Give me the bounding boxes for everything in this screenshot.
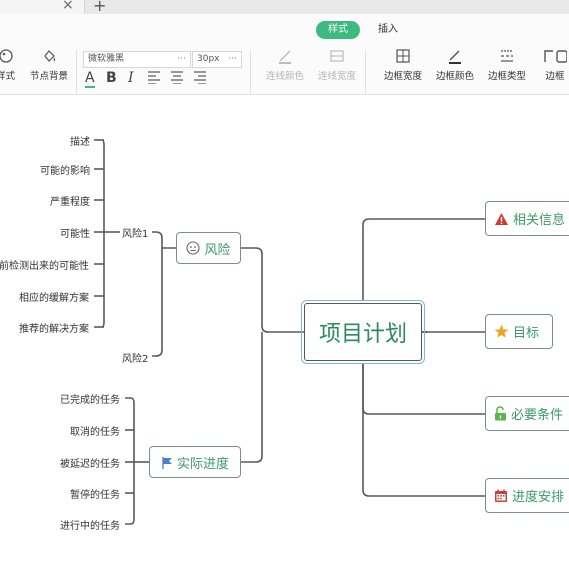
font-family-select[interactable]: 微软雅黑 ··· <box>83 51 191 68</box>
line-width-icon <box>330 50 344 62</box>
topic-schedule[interactable]: 进度安排 <box>485 478 569 513</box>
risk1-leaf-severity[interactable]: 严重程度 <box>50 197 90 208</box>
progress-leaf-in-progress[interactable]: 进行中的任务 <box>60 521 120 532</box>
document-tab[interactable] <box>0 0 85 14</box>
tab-strip: × + <box>0 0 569 15</box>
separator <box>76 50 77 94</box>
font-family-value: 微软雅黑 <box>88 54 125 64</box>
palette-icon <box>0 49 13 63</box>
risk1-leaf-description[interactable]: 描述 <box>70 137 90 148</box>
calendar-icon <box>495 489 507 502</box>
risk1-leaf-impact[interactable]: 可能的影响 <box>40 166 90 177</box>
flag-icon <box>162 456 172 469</box>
border-color-icon <box>449 50 461 64</box>
line-width-label: 连线宽度 <box>318 71 357 82</box>
border-color-label: 边框颜色 <box>436 71 475 82</box>
topic-related-info-label: 相关信息 <box>513 213 566 228</box>
close-tab-icon[interactable]: × <box>62 0 74 13</box>
line-color-label: 连线颜色 <box>266 71 305 82</box>
line-width-tool[interactable]: 连线宽度 <box>318 48 356 82</box>
mindmap-connectors <box>94 139 485 525</box>
mindmap-canvas[interactable]: 描述 可能的影响 严重程度 可能性 前检测出来的可能性 相应的缓解方案 推荐的解… <box>0 95 569 568</box>
align-left-icon[interactable] <box>147 70 161 84</box>
border-type-tool[interactable]: 边框类型 <box>488 48 526 82</box>
node-background-label: 节点背景 <box>30 71 69 82</box>
new-tab-icon[interactable]: + <box>93 0 107 15</box>
ribbon-toolbar: 样式 插入 样式 节点背景 微软雅黑 ··· 30px ··· A B I <box>0 14 569 95</box>
risk1-leaf-mitigation[interactable]: 相应的缓解方案 <box>19 293 89 304</box>
style-tool[interactable]: 样式 <box>0 48 15 82</box>
border-type-label: 边框类型 <box>488 71 527 82</box>
bold-button[interactable]: B <box>106 70 117 86</box>
border-width-icon <box>396 49 410 63</box>
central-topic-label: 项目计划 <box>318 322 407 347</box>
progress-leaf-paused[interactable]: 暂停的任务 <box>70 490 120 501</box>
warning-icon <box>495 212 508 225</box>
topic-actual-progress[interactable]: 实际进度 <box>149 446 241 478</box>
border-type-icon <box>501 50 513 62</box>
border-corner-label: 边框 <box>545 71 565 82</box>
topic-actual-progress-label: 实际进度 <box>176 456 229 472</box>
font-family-dropdown-icon: ··· <box>177 54 186 64</box>
node-background-tool[interactable]: 节点背景 <box>30 48 68 82</box>
font-size-dropdown-icon: ··· <box>228 54 237 64</box>
progress-leaf-cancelled[interactable]: 取消的任务 <box>70 427 120 438</box>
topic-risk-label: 风险 <box>204 242 231 258</box>
topic-prerequisites[interactable]: 必要条件 <box>485 396 569 431</box>
border-color-tool[interactable]: 边框颜色 <box>436 48 474 82</box>
central-topic[interactable]: 项目计划 <box>301 300 425 364</box>
star-icon <box>494 324 509 338</box>
risk1-leaf-probability[interactable]: 可能性 <box>60 229 90 240</box>
topic-schedule-label: 进度安排 <box>512 490 565 505</box>
progress-leaf-completed[interactable]: 已完成的任务 <box>60 395 120 406</box>
progress-leaf-delayed[interactable]: 被延迟的任务 <box>60 459 120 470</box>
neutral-face-icon <box>186 241 201 255</box>
topic-risk[interactable]: 风险 <box>176 232 241 264</box>
border-corner-icon <box>544 50 567 63</box>
italic-button[interactable]: I <box>128 70 134 86</box>
risk2-node[interactable]: 风险2 <box>122 354 149 365</box>
border-corner-tool[interactable]: 边框 <box>543 48 567 82</box>
risk1-node[interactable]: 风险1 <box>122 229 149 240</box>
topic-prerequisites-label: 必要条件 <box>511 408 564 423</box>
topic-goal[interactable]: 目标 <box>485 314 553 349</box>
font-size-select[interactable]: 30px ··· <box>192 51 242 68</box>
border-width-label: 边框宽度 <box>384 71 423 82</box>
topic-goal-label: 目标 <box>513 326 540 341</box>
border-width-tool[interactable]: 边框宽度 <box>384 48 422 82</box>
font-color-button[interactable]: A <box>85 70 95 88</box>
paint-bucket-icon <box>44 50 56 62</box>
align-center-icon[interactable] <box>170 70 184 84</box>
line-color-tool[interactable]: 连线颜色 <box>266 48 304 82</box>
font-size-value: 30px <box>197 54 220 64</box>
style-tool-label: 样式 <box>0 71 16 82</box>
risk1-leaf-solution[interactable]: 推荐的解决方案 <box>19 324 89 335</box>
separator <box>365 50 366 94</box>
unlock-icon <box>495 406 506 421</box>
risk1-leaf-detectability[interactable]: 前检测出来的可能性 <box>0 261 89 272</box>
tab-insert[interactable]: 插入 <box>378 24 398 35</box>
align-right-icon[interactable] <box>193 70 207 84</box>
line-color-icon <box>279 50 291 64</box>
separator <box>250 50 251 94</box>
tab-style[interactable]: 样式 <box>316 21 360 39</box>
topic-related-info[interactable]: 相关信息 <box>485 201 569 236</box>
